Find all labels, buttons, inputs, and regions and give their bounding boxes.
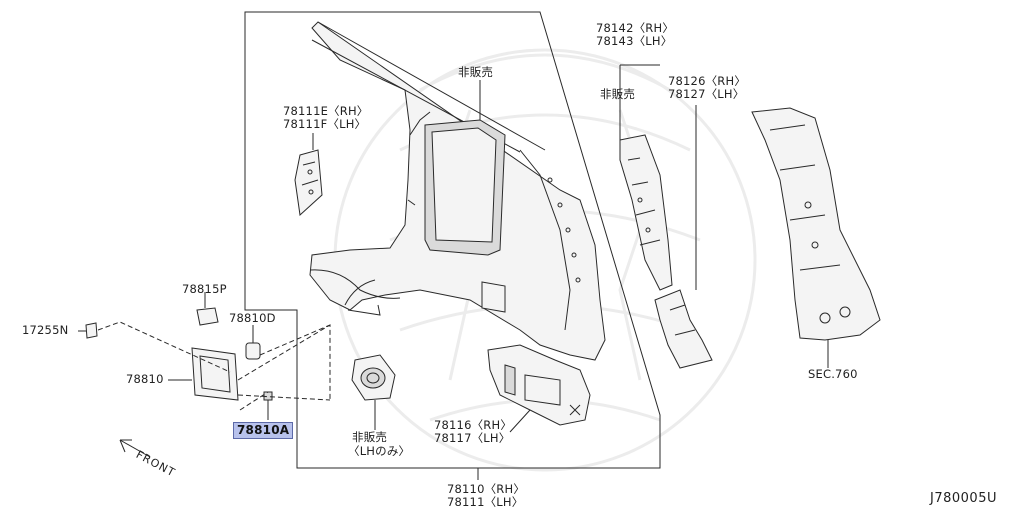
filler-lid-78810 xyxy=(168,347,239,401)
relation-lines xyxy=(97,321,331,411)
label-not-sold-top: 非販売 xyxy=(458,65,494,79)
side-member-sec760 xyxy=(751,107,881,368)
bumper-78810d xyxy=(245,325,261,360)
grommet-17255n xyxy=(78,322,98,339)
label-78111: 78111〈LH〉 xyxy=(447,495,524,509)
label-17255n: 17255N xyxy=(22,323,69,337)
label-78810d: 78810D xyxy=(229,311,276,325)
label-not-sold-right: 非販売 xyxy=(600,87,636,101)
label-lh-only: 〈LHのみ〉 xyxy=(348,444,411,458)
label-78117: 78117〈LH〉 xyxy=(434,431,511,445)
label-78142: 78142〈RH〉 xyxy=(596,21,675,35)
extension-78116 xyxy=(487,344,591,433)
diagram-code: J780005U xyxy=(930,491,997,506)
quarter-panel xyxy=(309,21,606,361)
label-78143: 78143〈LH〉 xyxy=(596,34,673,48)
label-78111e: 78111E〈RH〉 xyxy=(283,104,369,118)
label-78810a-highlighted[interactable]: 78810A xyxy=(233,422,294,439)
label-78110: 78110〈RH〉 xyxy=(447,482,526,496)
clip-78815p xyxy=(196,292,219,326)
bracket-78111e xyxy=(294,133,323,217)
pillar-78142 xyxy=(619,64,673,291)
filler-pocket xyxy=(351,354,396,430)
label-not-sold-bottom: 非販売 xyxy=(352,430,388,444)
label-78810: 78810 xyxy=(126,372,164,386)
label-78116: 78116〈RH〉 xyxy=(434,418,513,432)
label-78127: 78127〈LH〉 xyxy=(668,87,745,101)
label-78126: 78126〈RH〉 xyxy=(668,74,747,88)
front-arrow-icon xyxy=(119,439,151,458)
label-sec760: SEC.760 xyxy=(808,367,858,381)
pillar-78126 xyxy=(654,105,713,369)
label-78815p: 78815P xyxy=(182,282,227,296)
label-78111f: 78111F〈LH〉 xyxy=(283,117,367,131)
